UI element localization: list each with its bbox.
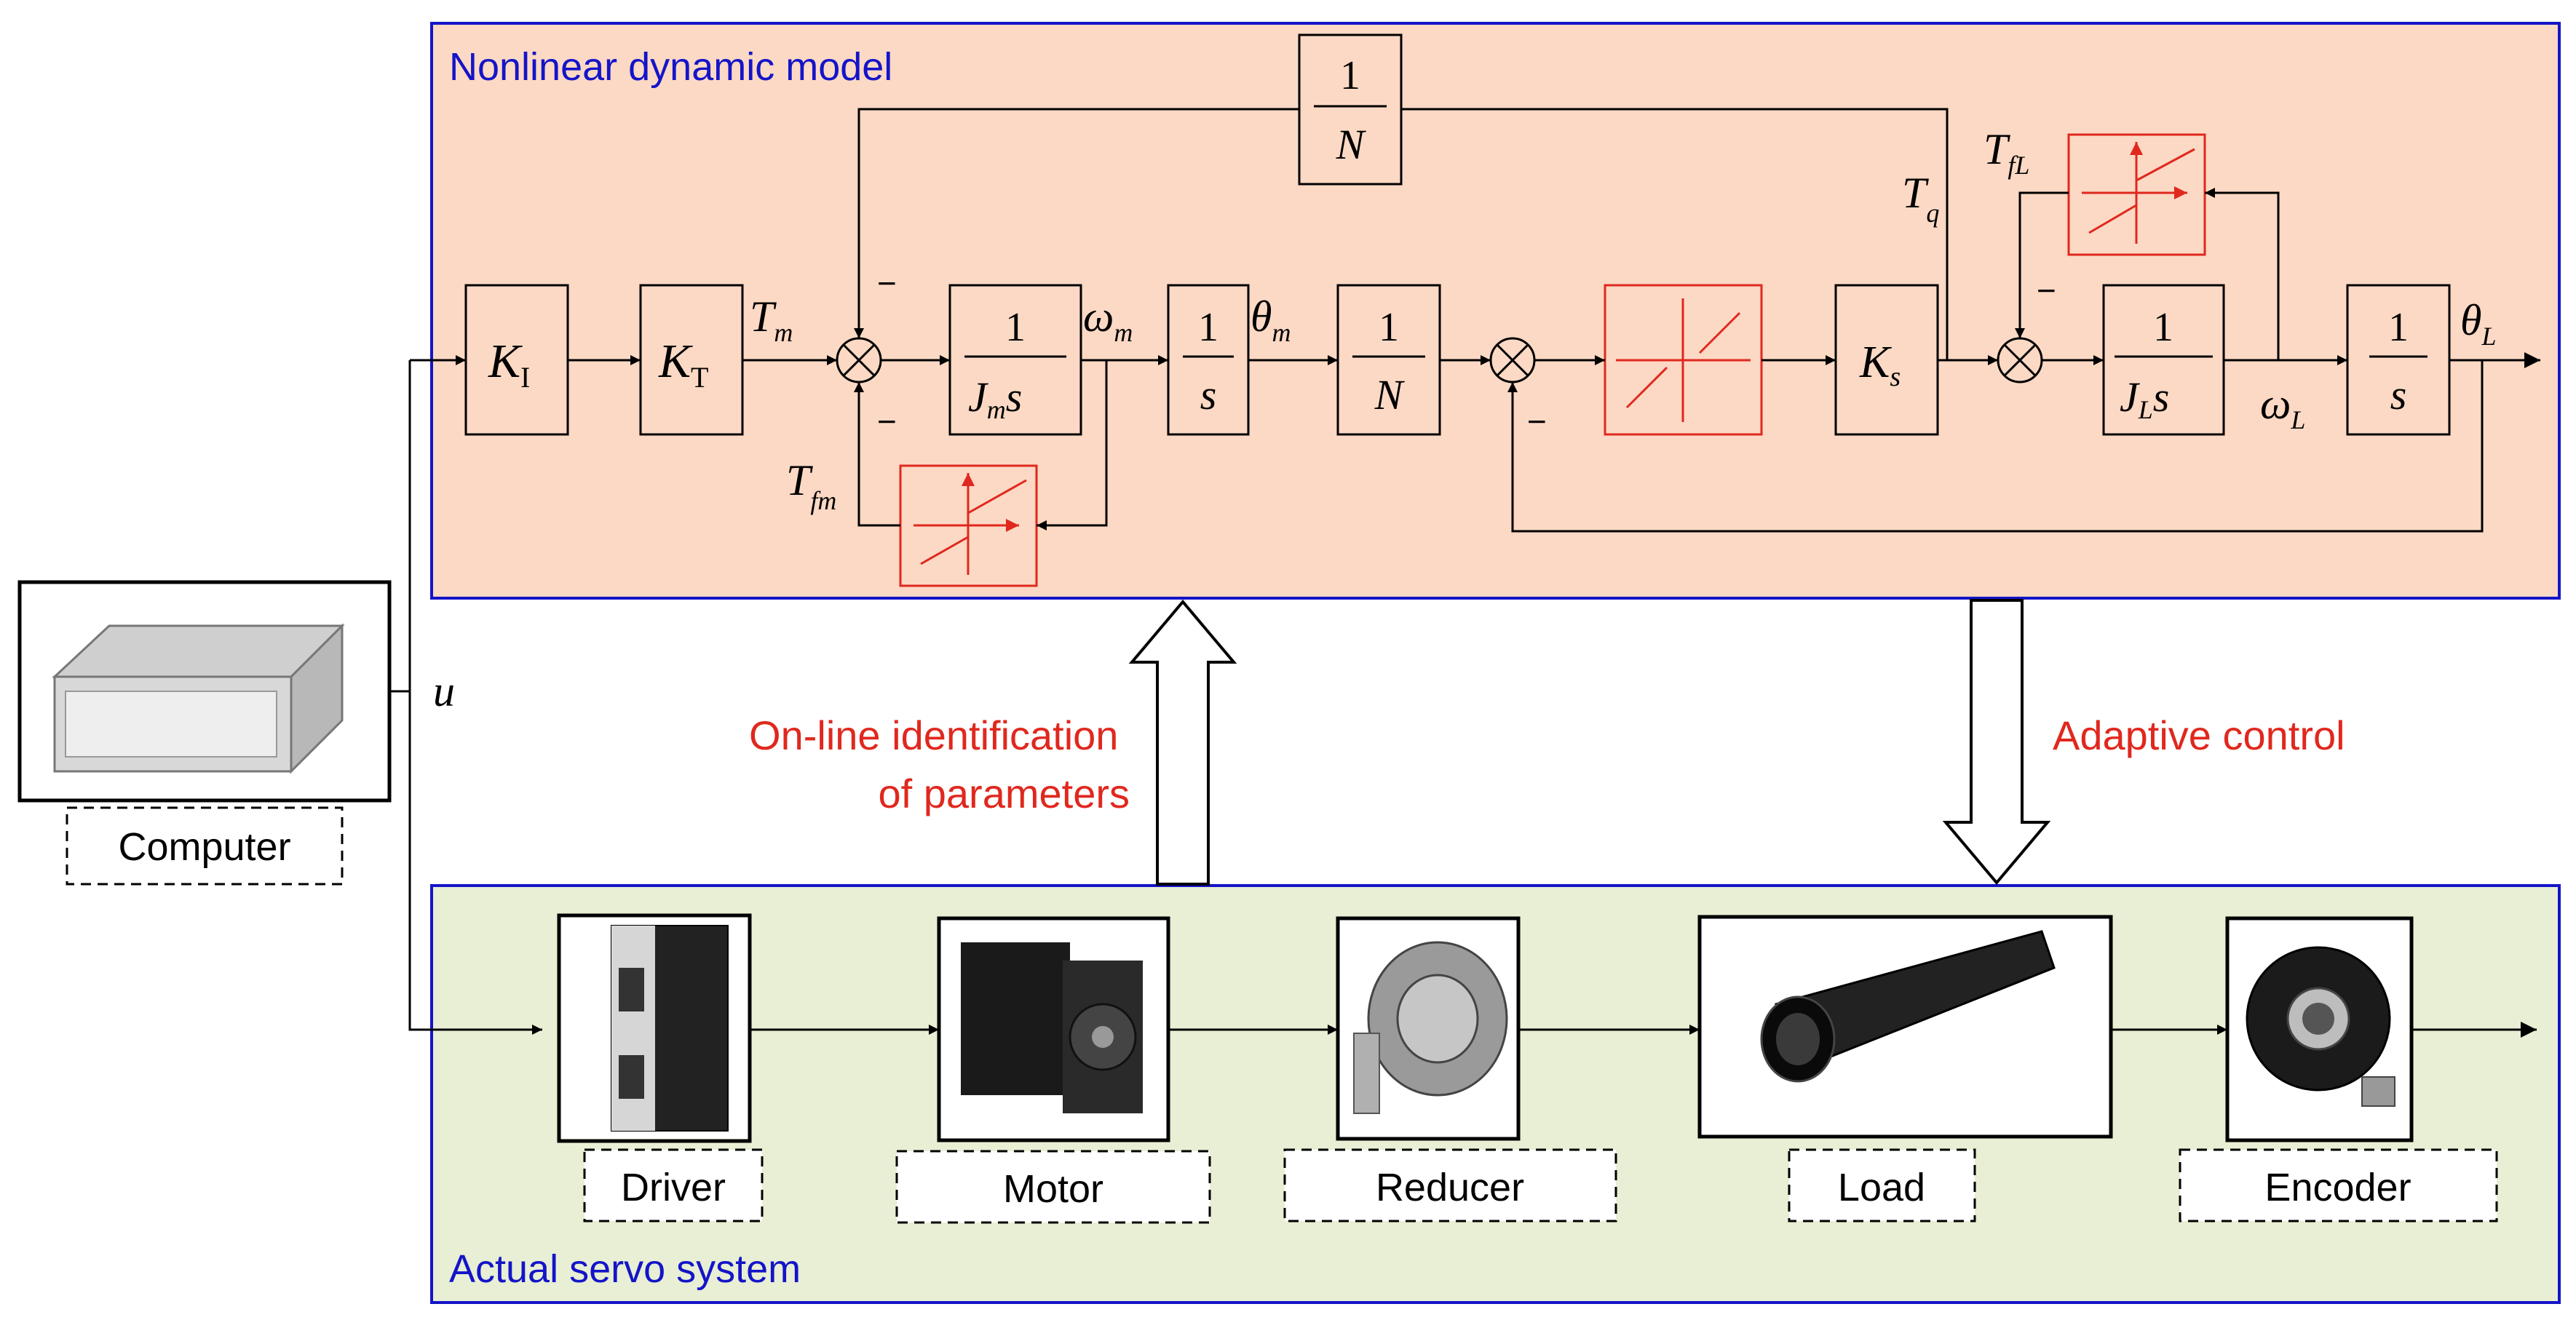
- block-integrator-load: 1 s: [2346, 284, 2451, 436]
- svg-text:KT: KT: [658, 335, 708, 394]
- svg-text:1: 1: [2153, 305, 2173, 350]
- signal-theta-m: θm: [1251, 293, 1291, 347]
- svg-text:Ks: Ks: [1859, 338, 1901, 392]
- encoder-photo: [2225, 916, 2414, 1142]
- signal-omega-m: ωm: [1083, 293, 1133, 347]
- svg-text:1: 1: [2388, 305, 2409, 350]
- block-k-i: KI: [464, 284, 569, 436]
- signal-t-q: Tq: [1902, 169, 1939, 228]
- svg-text:s: s: [2390, 371, 2407, 418]
- svg-text:Jms: Jms: [968, 373, 1022, 424]
- block-inertia-load: 1 JLs: [2102, 284, 2225, 436]
- minus-sign-3: −: [1527, 402, 1547, 440]
- identification-label: On-line identification of parameters: [749, 712, 1130, 816]
- signal-theta-l: θL: [2460, 296, 2497, 351]
- load-friction-block: [2067, 133, 2206, 256]
- signal-u: u: [433, 667, 455, 715]
- model-panel-title: Nonlinear dynamic model: [449, 45, 892, 89]
- svg-text:1: 1: [1340, 53, 1360, 98]
- block-integrator-motor: 1 s: [1167, 284, 1250, 436]
- signal-omega-l: ωL: [2260, 380, 2305, 434]
- svg-text:1: 1: [1379, 305, 1399, 350]
- identification-arrow: [1128, 599, 1237, 886]
- computer-unit: [17, 580, 392, 803]
- servo-panel-title: Actual servo system: [449, 1247, 801, 1291]
- summing-junction-3: [1997, 337, 2043, 383]
- svg-text:1: 1: [1198, 305, 1218, 350]
- summing-junction-2: [1489, 337, 1536, 383]
- svg-text:JLs: JLs: [2120, 373, 2169, 424]
- svg-text:Load: Load: [1838, 1166, 1925, 1209]
- driver-label-box: Driver: [583, 1148, 764, 1222]
- load-photo: [1697, 915, 2113, 1139]
- svg-text:Reducer: Reducer: [1376, 1166, 1524, 1209]
- motor-label-box: Motor: [895, 1150, 1211, 1224]
- minus-sign-2: −: [877, 402, 897, 440]
- block-feedback-gear: 1 N: [1298, 33, 1403, 186]
- block-inertia-motor: 1 Jms: [948, 284, 1082, 436]
- reducer-photo: [1336, 916, 1521, 1141]
- signal-t-fm: Tfm: [786, 456, 836, 515]
- block-stiffness: Ks: [1834, 284, 1939, 436]
- minus-sign-1: −: [877, 264, 897, 302]
- svg-text:KI: KI: [488, 335, 530, 394]
- signal-t-fl: TfL: [1983, 125, 2029, 180]
- signal-t-m: Tm: [750, 293, 793, 347]
- svg-text:Encoder: Encoder: [2264, 1166, 2411, 1209]
- svg-text:N: N: [1374, 371, 1406, 418]
- backlash-deadzone-block: [1604, 284, 1763, 436]
- encoder-label-box: Encoder: [2179, 1148, 2498, 1222]
- svg-text:Computer: Computer: [118, 825, 290, 869]
- motor-photo: [937, 916, 1170, 1142]
- adaptive-control-arrow: [1942, 599, 2051, 886]
- svg-text:Motor: Motor: [1003, 1167, 1103, 1211]
- svg-text:s: s: [1200, 371, 1217, 418]
- driver-photo: [557, 913, 752, 1143]
- summing-junction-1: [836, 337, 882, 383]
- load-label-box: Load: [1788, 1148, 1976, 1222]
- block-k-t: KT: [639, 284, 744, 436]
- adaptive-control-label: Adaptive control: [2053, 712, 2345, 758]
- block-gear-ratio: 1 N: [1336, 284, 1441, 436]
- minus-sign-4: −: [2037, 271, 2056, 309]
- reducer-label-box: Reducer: [1283, 1148, 1617, 1222]
- svg-text:N: N: [1336, 121, 1367, 168]
- computer-label-box: Computer: [66, 806, 344, 886]
- svg-text:1: 1: [1005, 305, 1026, 350]
- motor-friction-block: [899, 464, 1038, 587]
- svg-text:Driver: Driver: [621, 1166, 726, 1209]
